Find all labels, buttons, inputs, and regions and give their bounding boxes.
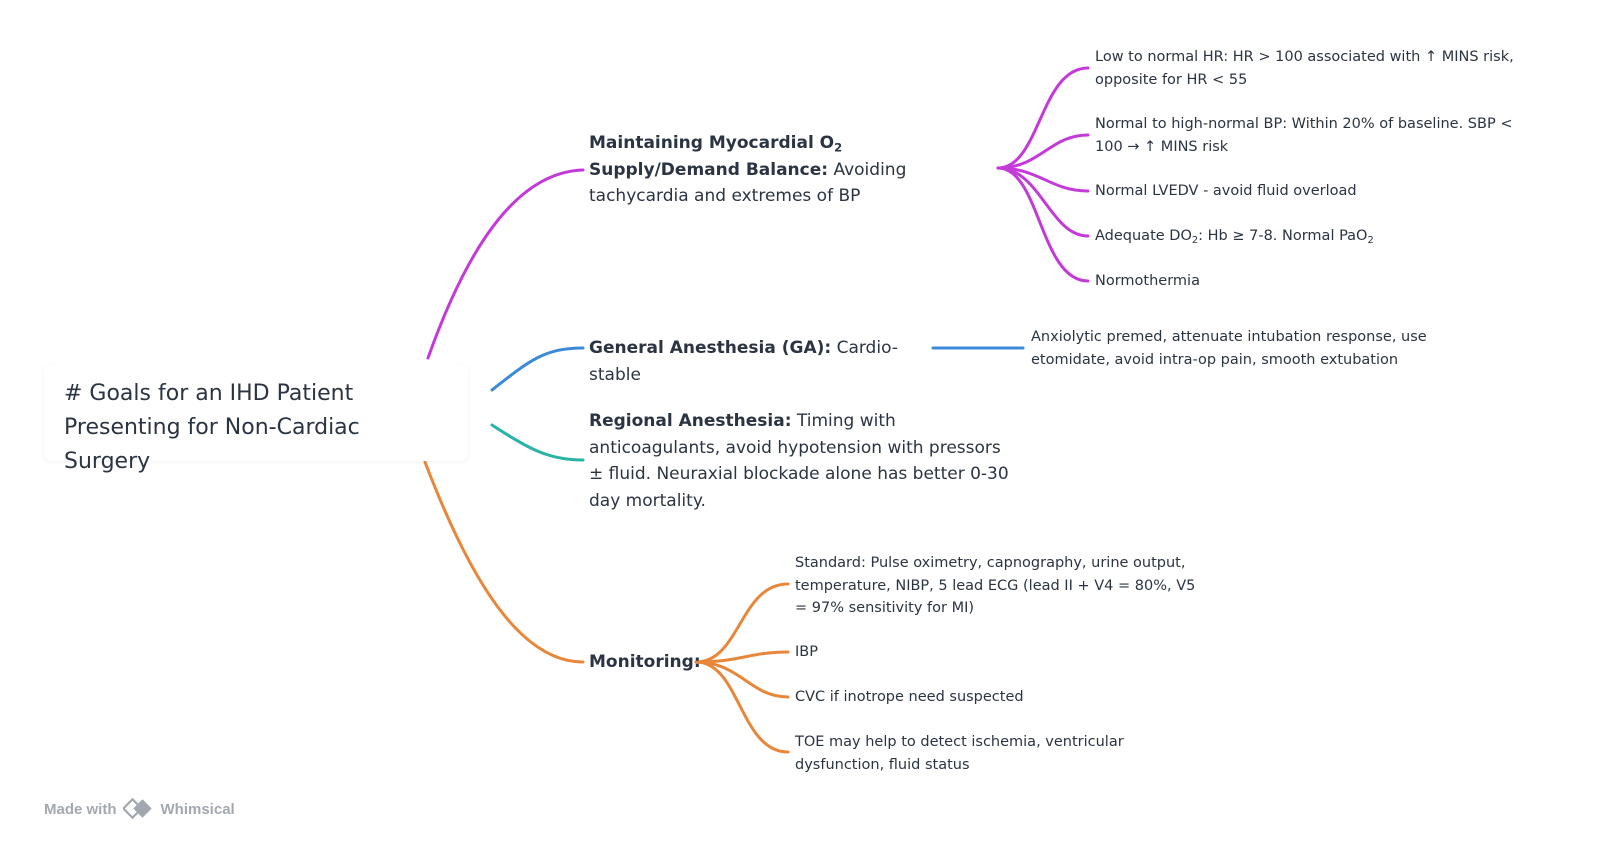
branch-ga-label: General Anesthesia (GA): xyxy=(589,338,832,358)
branch-supply-label: Maintaining Myocardial O2 Supply/Demand … xyxy=(589,133,843,180)
connector-root-regional xyxy=(490,423,585,462)
monitoring-leaf-toe[interactable]: TOE may help to detect ischemia, ventric… xyxy=(795,734,1124,773)
branch-monitoring[interactable]: Monitoring: xyxy=(589,649,701,676)
connector-monitoring-leaf-4 xyxy=(694,660,790,754)
branch-regional-desc: Timing with anticoagulants, avoid hypote… xyxy=(589,411,1009,511)
connector-root-ga xyxy=(490,346,585,392)
connector-root-monitoring xyxy=(423,460,585,664)
branch-supply-desc: Avoiding tachycardia and extremes of BP xyxy=(589,159,907,207)
supply-leaf-normothermia[interactable]: Normothermia xyxy=(1095,273,1200,289)
connector-monitoring-leaf-3 xyxy=(694,660,790,699)
supply-leaf-blood-pressure[interactable]: Normal to high-normal BP: Within 20% of … xyxy=(1095,116,1513,155)
ga-leaf-technique[interactable]: Anxiolytic premed, attenuate intubation … xyxy=(1031,329,1427,368)
branch-supply-demand[interactable]: Maintaining Myocardial O2 Supply/Demand … xyxy=(589,130,994,210)
branch-regional-label: Regional Anesthesia: xyxy=(589,411,792,431)
whimsical-brand-label: Whimsical xyxy=(160,800,235,818)
monitoring-leaf-standard[interactable]: Standard: Pulse oximetry, capnography, u… xyxy=(795,555,1196,616)
branch-monitoring-label: Monitoring: xyxy=(589,652,701,672)
supply-leaf-oxygen-delivery[interactable]: Adequate DO2: Hb ≥ 7-8. Normal PaO2 xyxy=(1095,228,1374,246)
made-with-whimsical-badge[interactable]: Made with Whimsical xyxy=(44,797,235,821)
root-title: # Goals for an IHD Patient Presenting fo… xyxy=(64,381,360,474)
whimsical-logo-icon xyxy=(122,798,152,820)
connector-root-supply xyxy=(426,168,585,360)
connector-monitoring-leaf-1 xyxy=(694,582,790,664)
root-node[interactable]: # Goals for an IHD Patient Presenting fo… xyxy=(44,365,468,474)
monitoring-leaf-cvc[interactable]: CVC if inotrope need suspected xyxy=(795,689,1024,705)
monitoring-leaf-ibp[interactable]: IBP xyxy=(795,644,818,660)
connector-supply-leaf-1 xyxy=(996,66,1090,170)
branch-general-anesthesia[interactable]: General Anesthesia (GA): Cardio-stable xyxy=(589,335,929,388)
supply-leaf-heart-rate[interactable]: Low to normal HR: HR > 100 associated wi… xyxy=(1095,49,1514,88)
connector-supply-leaf-5 xyxy=(996,166,1090,283)
branch-ga-desc: Cardio-stable xyxy=(589,338,898,385)
branch-regional-anesthesia[interactable]: Regional Anesthesia: Timing with anticoa… xyxy=(589,408,1019,514)
supply-leaf-lvedv[interactable]: Normal LVEDV - avoid fluid overload xyxy=(1095,183,1357,199)
connector-supply-leaf-2 xyxy=(996,133,1090,170)
connector-monitoring-leaf-2 xyxy=(694,650,790,664)
made-with-label: Made with xyxy=(44,800,117,818)
